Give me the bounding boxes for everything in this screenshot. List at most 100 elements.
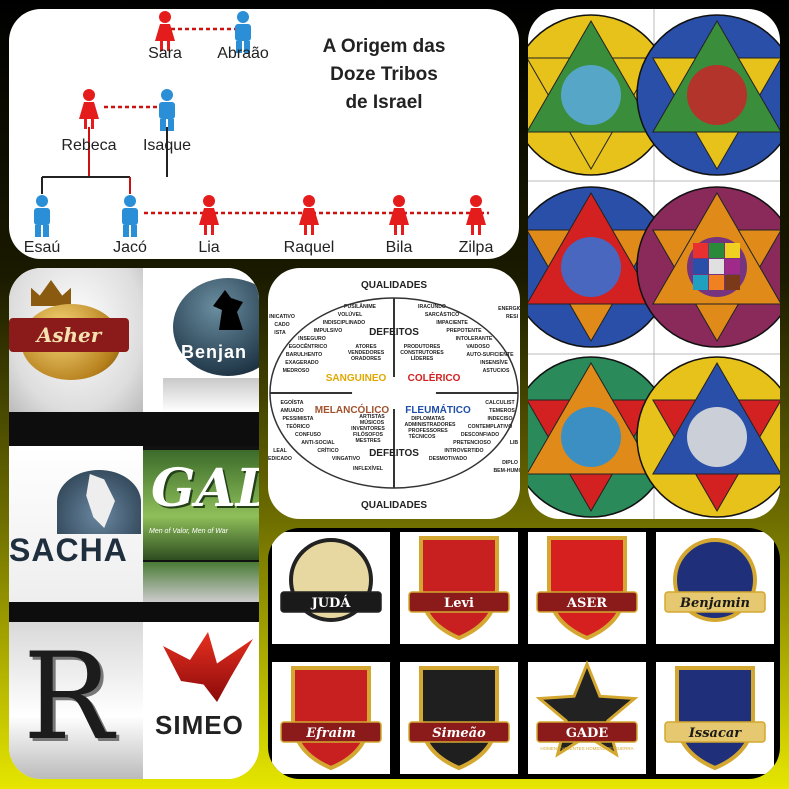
medallion-book-icon [528, 186, 672, 348]
word-top-left: CADO [274, 322, 289, 328]
logo-simeon-label: SIMEO [155, 710, 244, 740]
person-name-lia: Lia [198, 239, 220, 256]
person-icon-female [199, 195, 219, 235]
word-top-left: EXAGERADO [285, 360, 318, 366]
logo-asher-label: Asher [9, 318, 129, 352]
shield-emblem-icon [280, 666, 382, 771]
word-top-left: ATORES [355, 344, 377, 350]
medallion-colored-squares-icon [636, 186, 780, 348]
person-name-sara: Sara [148, 45, 182, 62]
word-bottom-right: CONTEMPLATIVO [468, 424, 513, 430]
word-top-left: INICATIVO [269, 314, 295, 320]
word-bottom-right: CALCULIST [485, 400, 515, 406]
qualidades-top-label: QUALIDADES [361, 280, 427, 291]
logo-divider-band [9, 602, 259, 622]
word-top-left: ISTA [274, 330, 286, 336]
colerico-label: COLÉRICO [408, 371, 461, 384]
person-icon-female [79, 89, 99, 129]
person-icon-male [235, 11, 251, 53]
word-top-left: ORADORES [351, 356, 382, 362]
family-tree-panel: A Origem das Doze Tribos de Israel Sara … [9, 9, 519, 259]
crown-icon [31, 280, 71, 306]
word-top-left: VOLÚVEL [338, 311, 363, 318]
word-bottom-right: PROFESSORES [408, 428, 448, 434]
word-bottom-left: PESSIMISTA [282, 416, 313, 422]
word-bottom-right: DESCONFIADO [461, 432, 499, 438]
logo-simeon: SIMEO [143, 622, 259, 779]
title-line-2: Doze Tribos [330, 64, 438, 85]
word-bottom-right: DIPLOMATAS [411, 416, 445, 422]
gad-banner-background [143, 450, 259, 560]
word-bottom-left: MESTRES [355, 438, 381, 444]
word-top-right: ASTUCIOS [483, 368, 510, 374]
word-top-left: INDISCIPLINADO [323, 320, 365, 326]
shield-efraim-label: Efraim [305, 726, 355, 741]
phoenix-icon [163, 632, 253, 702]
person-name-isaque: Isaque [142, 137, 192, 154]
shield-benjamin: Benjamin [656, 532, 774, 644]
word-top-left: INSEGURO [298, 336, 326, 342]
shield-aser-label: ASER [566, 596, 607, 611]
word-top-right: IMPACIENTE [436, 320, 468, 326]
person-icon-male [122, 195, 138, 237]
defeitos-bottom-label: DEFEITOS [369, 448, 419, 459]
word-bottom-right: INTROVERTIDO [444, 448, 483, 454]
word-top-left: IMPULSIVO [314, 328, 343, 334]
medallion-tower-icon [636, 356, 780, 518]
shield-emblem-icon [535, 659, 639, 758]
word-bottom-right: PRETENCIOSO [453, 440, 491, 446]
logo-benjamin-label: Benjan [181, 342, 248, 362]
person-icon-female [389, 195, 409, 235]
shield-levi: Levi [400, 532, 518, 644]
word-top-right: INSENSÍVE [480, 358, 508, 366]
shield-issacar-label: Issacar [688, 726, 742, 741]
star-medallions-panel [528, 9, 780, 519]
word-top-right: CONSTRUTORES [400, 350, 444, 356]
word-bottom-left: EDICADO [268, 456, 292, 462]
word-bottom-right: INDECISO [487, 416, 512, 422]
shield-emblem-icon [408, 536, 510, 641]
word-top-right: AUTO-SUFICIENTE [466, 352, 514, 358]
word-bottom-left: CRÍTICO [317, 446, 338, 454]
person-name-abraao: Abraão [217, 45, 269, 62]
shield-issacar: Issacar [656, 662, 774, 774]
person-icon-female [299, 195, 319, 235]
shield-juda-label: JUDÁ [311, 595, 352, 611]
word-top-left: EGOCÊNTRICO [289, 342, 328, 350]
shield-emblem-icon [536, 536, 638, 641]
logo-gad: GAD Men of Valor, Men of War [143, 446, 259, 602]
word-top-left: VENDEDORES [348, 350, 385, 356]
word-bottom-right: TEMEROS [489, 408, 515, 414]
qualidades-bottom-label: QUALIDADES [361, 500, 427, 511]
shield-gade-label: GADE [566, 726, 608, 741]
word-bottom-right: DESMOTIVADO [429, 456, 467, 462]
shield-benjamin-label: Benjamin [679, 596, 750, 611]
word-bottom-left: CONFUSO [295, 432, 321, 438]
shield-levi-label: Levi [444, 596, 474, 611]
word-top-right: INTOLERANTE [456, 336, 493, 342]
logo-issachar-label: SACHA [9, 532, 128, 568]
logo-divider-band [9, 412, 259, 446]
title-line-3: de Israel [345, 92, 423, 113]
word-bottom-left: INFLEXÍVEL [353, 464, 384, 472]
shield-simeao: Simeão [400, 662, 518, 774]
logo-reuben-label: R [23, 628, 114, 767]
person-name-jaco: Jacó [113, 239, 147, 256]
word-top-right: ENERGIC [498, 306, 520, 312]
temperament-diagram: QUALIDADESQUALIDADESDEFEITOSDEFEITOSSANG… [268, 280, 520, 511]
word-top-right: PRODUTORES [404, 344, 441, 350]
center-mask [352, 377, 436, 409]
person-name-raquel: Raquel [283, 239, 335, 256]
logo-reuben: R [9, 622, 143, 779]
melancolico-label: MELANCÓLICO [315, 403, 390, 416]
word-top-left: BARULHENTO [286, 352, 322, 358]
sanguineo-label: SANGUINEO [326, 373, 387, 384]
logo-issachar: SACHA [9, 446, 143, 602]
person-name-zilpa: Zilpa [458, 239, 494, 256]
family-tree-diagram [34, 11, 489, 237]
wolf-shield-icon [173, 278, 259, 376]
